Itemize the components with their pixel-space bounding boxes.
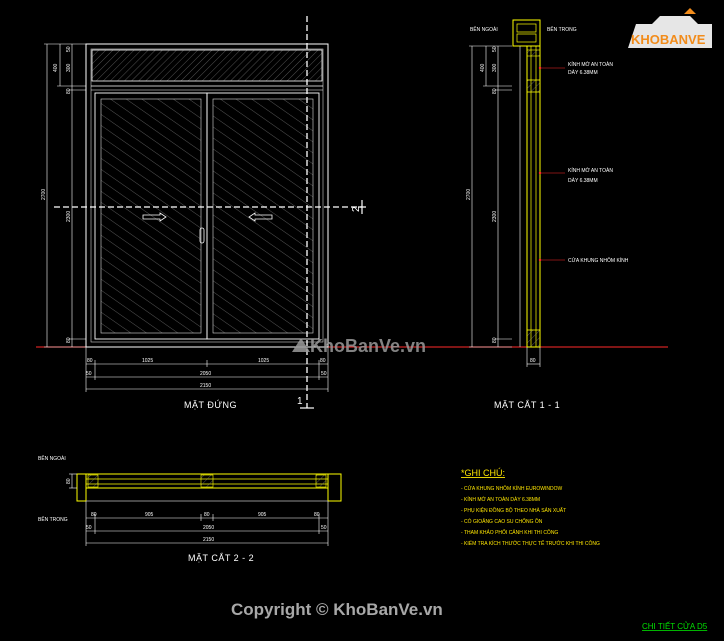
- sec11-head-inner-top: [516, 23, 537, 33]
- slide-arrow-right-icon: [142, 212, 167, 222]
- elevation-view: 2 1 2700 400 300 50 80 2300 80: [41, 16, 366, 410]
- note-item-5: - THAM KHẢO PHỐI CẢNH KHI THI CÔNG: [461, 529, 558, 536]
- elevation-outer-frame: [85, 43, 329, 348]
- section-mark-1: 1: [297, 396, 303, 407]
- sec22-node-center: [200, 474, 214, 488]
- logo-watermark: KHOBANVE: [628, 8, 712, 48]
- sec11-dim-height-total: 2700: [466, 189, 472, 200]
- elev-dim-height-total: 2700: [41, 189, 47, 200]
- sec11-inside-label: BÊN TRONG: [547, 25, 577, 33]
- section-1-1-view: BÊN NGOÀI BÊN TRONG KÍNH MỜ AN TOÀN DÀY …: [466, 19, 629, 410]
- sec22-dim-side-left: 50: [86, 525, 92, 531]
- sec11-dim-small-mid: 80: [492, 88, 498, 94]
- sec22-right-jamb: [327, 473, 342, 502]
- sec22-node-left: [87, 474, 99, 488]
- sec11-dim-door: 2300: [492, 211, 498, 222]
- elevation-inner-frame: [90, 48, 324, 343]
- logo-roof-icon: [684, 8, 696, 14]
- sec11-leaders: [540, 67, 565, 261]
- door-handle-icon: [199, 227, 205, 244]
- sec22-dim-top-0: 80: [91, 512, 97, 518]
- elev-dim-edge-left: 80: [87, 358, 93, 364]
- sec11-note-frame: CỬA KHUNG NHÔM KÍNH: [568, 257, 629, 264]
- sec11-vertical-dims: [469, 45, 512, 348]
- elevation-left-glass: [100, 98, 202, 334]
- elev-dim-small-mid: 80: [66, 88, 72, 94]
- note-item-4: - CÓ GIOĂNG CAO SU CHỐNG ỒN: [461, 518, 543, 525]
- sec22-left-dim: [69, 473, 77, 489]
- drawing-title: CHI TIẾT CỬA D5: [642, 621, 708, 631]
- elevation-right-glass: [212, 98, 314, 334]
- sec11-leader-dot-2: [538, 171, 542, 175]
- sec22-dim-top-1: 905: [145, 512, 154, 518]
- sec11-note-glass-1a: KÍNH MỜ AN TOÀN: [568, 61, 613, 68]
- elevation-vertical-dims: [44, 43, 86, 348]
- sec22-dim-side-right: 50: [321, 525, 327, 531]
- sec11-dim-top-a: 400: [480, 63, 486, 72]
- section-2-2-title: MẶT CẮT 2 - 2: [188, 553, 254, 563]
- elev-dim-height-door: 2300: [66, 211, 72, 222]
- sec22-left-jamb: [76, 473, 87, 502]
- elevation-horizontal-dims: [85, 347, 329, 392]
- sec11-outside-label: BÊN NGOÀI: [470, 25, 498, 33]
- elev-dim-small-bot: 80: [66, 337, 72, 343]
- elev-dim-width-total: 2150: [200, 383, 211, 389]
- section-2-2-view: BÊN NGOÀI BÊN TRONG 80: [38, 454, 342, 563]
- sec11-dim-bottom: 80: [530, 358, 536, 364]
- sec11-dim-small-bot: 80: [492, 337, 498, 343]
- section-1-1-title: MẶT CẮT 1 - 1: [494, 400, 560, 410]
- sec11-dim-small-top: 50: [492, 46, 498, 52]
- sec22-horizontal-dims: [85, 501, 329, 546]
- sec22-dim-top-3: 905: [258, 512, 267, 518]
- sec11-bottom-dim: [526, 347, 541, 367]
- sec11-dim-top-b: 300: [492, 63, 498, 72]
- sec11-head-inner-bot: [516, 33, 537, 43]
- slide-arrow-left-icon: [248, 212, 273, 222]
- section-mark-2: 2: [351, 206, 362, 212]
- elev-dim-small-top: 50: [66, 46, 72, 52]
- sec22-dim-top-2: 80: [204, 512, 210, 518]
- elev-dim-panel-left: 1025: [142, 358, 153, 364]
- sec22-frame-profile: [85, 473, 329, 489]
- sec22-outside-label: BÊN NGOÀI: [38, 454, 66, 462]
- elev-dim-height-top-b: 300: [66, 63, 72, 72]
- watermark-house-icon: [292, 338, 310, 352]
- elev-dim-panel-right: 1025: [258, 358, 269, 364]
- elevation-transom: [91, 49, 323, 82]
- sec11-note-glass-1b: DÀY 6.38MM: [568, 69, 598, 76]
- sec11-note-glass-2b: DÀY 6.38MM: [568, 177, 598, 184]
- note-item-3: - PHỤ KIỆN ĐỒNG BỘ THEO NHÀ SẢN XUẤT: [461, 506, 566, 514]
- elev-dim-height-top-a: 400: [53, 63, 59, 72]
- section-cut-2-marker: [358, 200, 366, 214]
- logo-house-icon: [628, 16, 712, 48]
- elev-dim-width-inner: 2050: [200, 371, 211, 377]
- center-watermark: KhoBanVe.vn: [310, 336, 426, 356]
- logo-text: KHOBANVE: [631, 32, 706, 47]
- sec22-dim-total: 2150: [203, 537, 214, 543]
- sec22-dim-top-4: 80: [314, 512, 320, 518]
- sec11-leader-dot-1: [538, 66, 542, 70]
- sec11-node-transom: [526, 79, 541, 93]
- sec22-node-right: [315, 474, 327, 488]
- elev-dim-edge-right: 80: [320, 358, 326, 364]
- elev-dim-side-left: 50: [86, 371, 92, 377]
- note-item-1: - CỬA KHUNG NHÔM KÍNH EUROWINDOW: [461, 485, 562, 492]
- note-item-6: - KIỂM TRA KÍCH THƯỚC THỰC TẾ TRƯỚC KHI …: [461, 540, 600, 547]
- elevation-title: MẶT ĐỨNG: [184, 400, 237, 410]
- elevation-right-sash: [206, 92, 320, 340]
- notes-heading: *GHI CHÚ:: [461, 468, 505, 478]
- sec22-dim-left-height: 80: [66, 478, 72, 484]
- sec11-leader-dot-3: [538, 258, 542, 262]
- note-item-2: - KÍNH MỜ AN TOÀN DÀY 6.38MM: [461, 496, 540, 503]
- copyright-watermark: Copyright © KhoBanVe.vn: [231, 600, 443, 619]
- sec11-node-top: [526, 49, 541, 57]
- notes-block: *GHI CHÚ: - CỬA KHUNG NHÔM KÍNH EUROWIND…: [461, 468, 600, 547]
- center-watermark-logo: [292, 338, 310, 352]
- sec22-inside-label: BÊN TRONG: [38, 515, 68, 523]
- sec22-dim-inner: 2050: [203, 525, 214, 531]
- elev-dim-side-right: 50: [321, 371, 327, 377]
- sec11-note-glass-2a: KÍNH MỜ AN TOÀN: [568, 167, 613, 174]
- sec11-node-sill: [526, 329, 541, 348]
